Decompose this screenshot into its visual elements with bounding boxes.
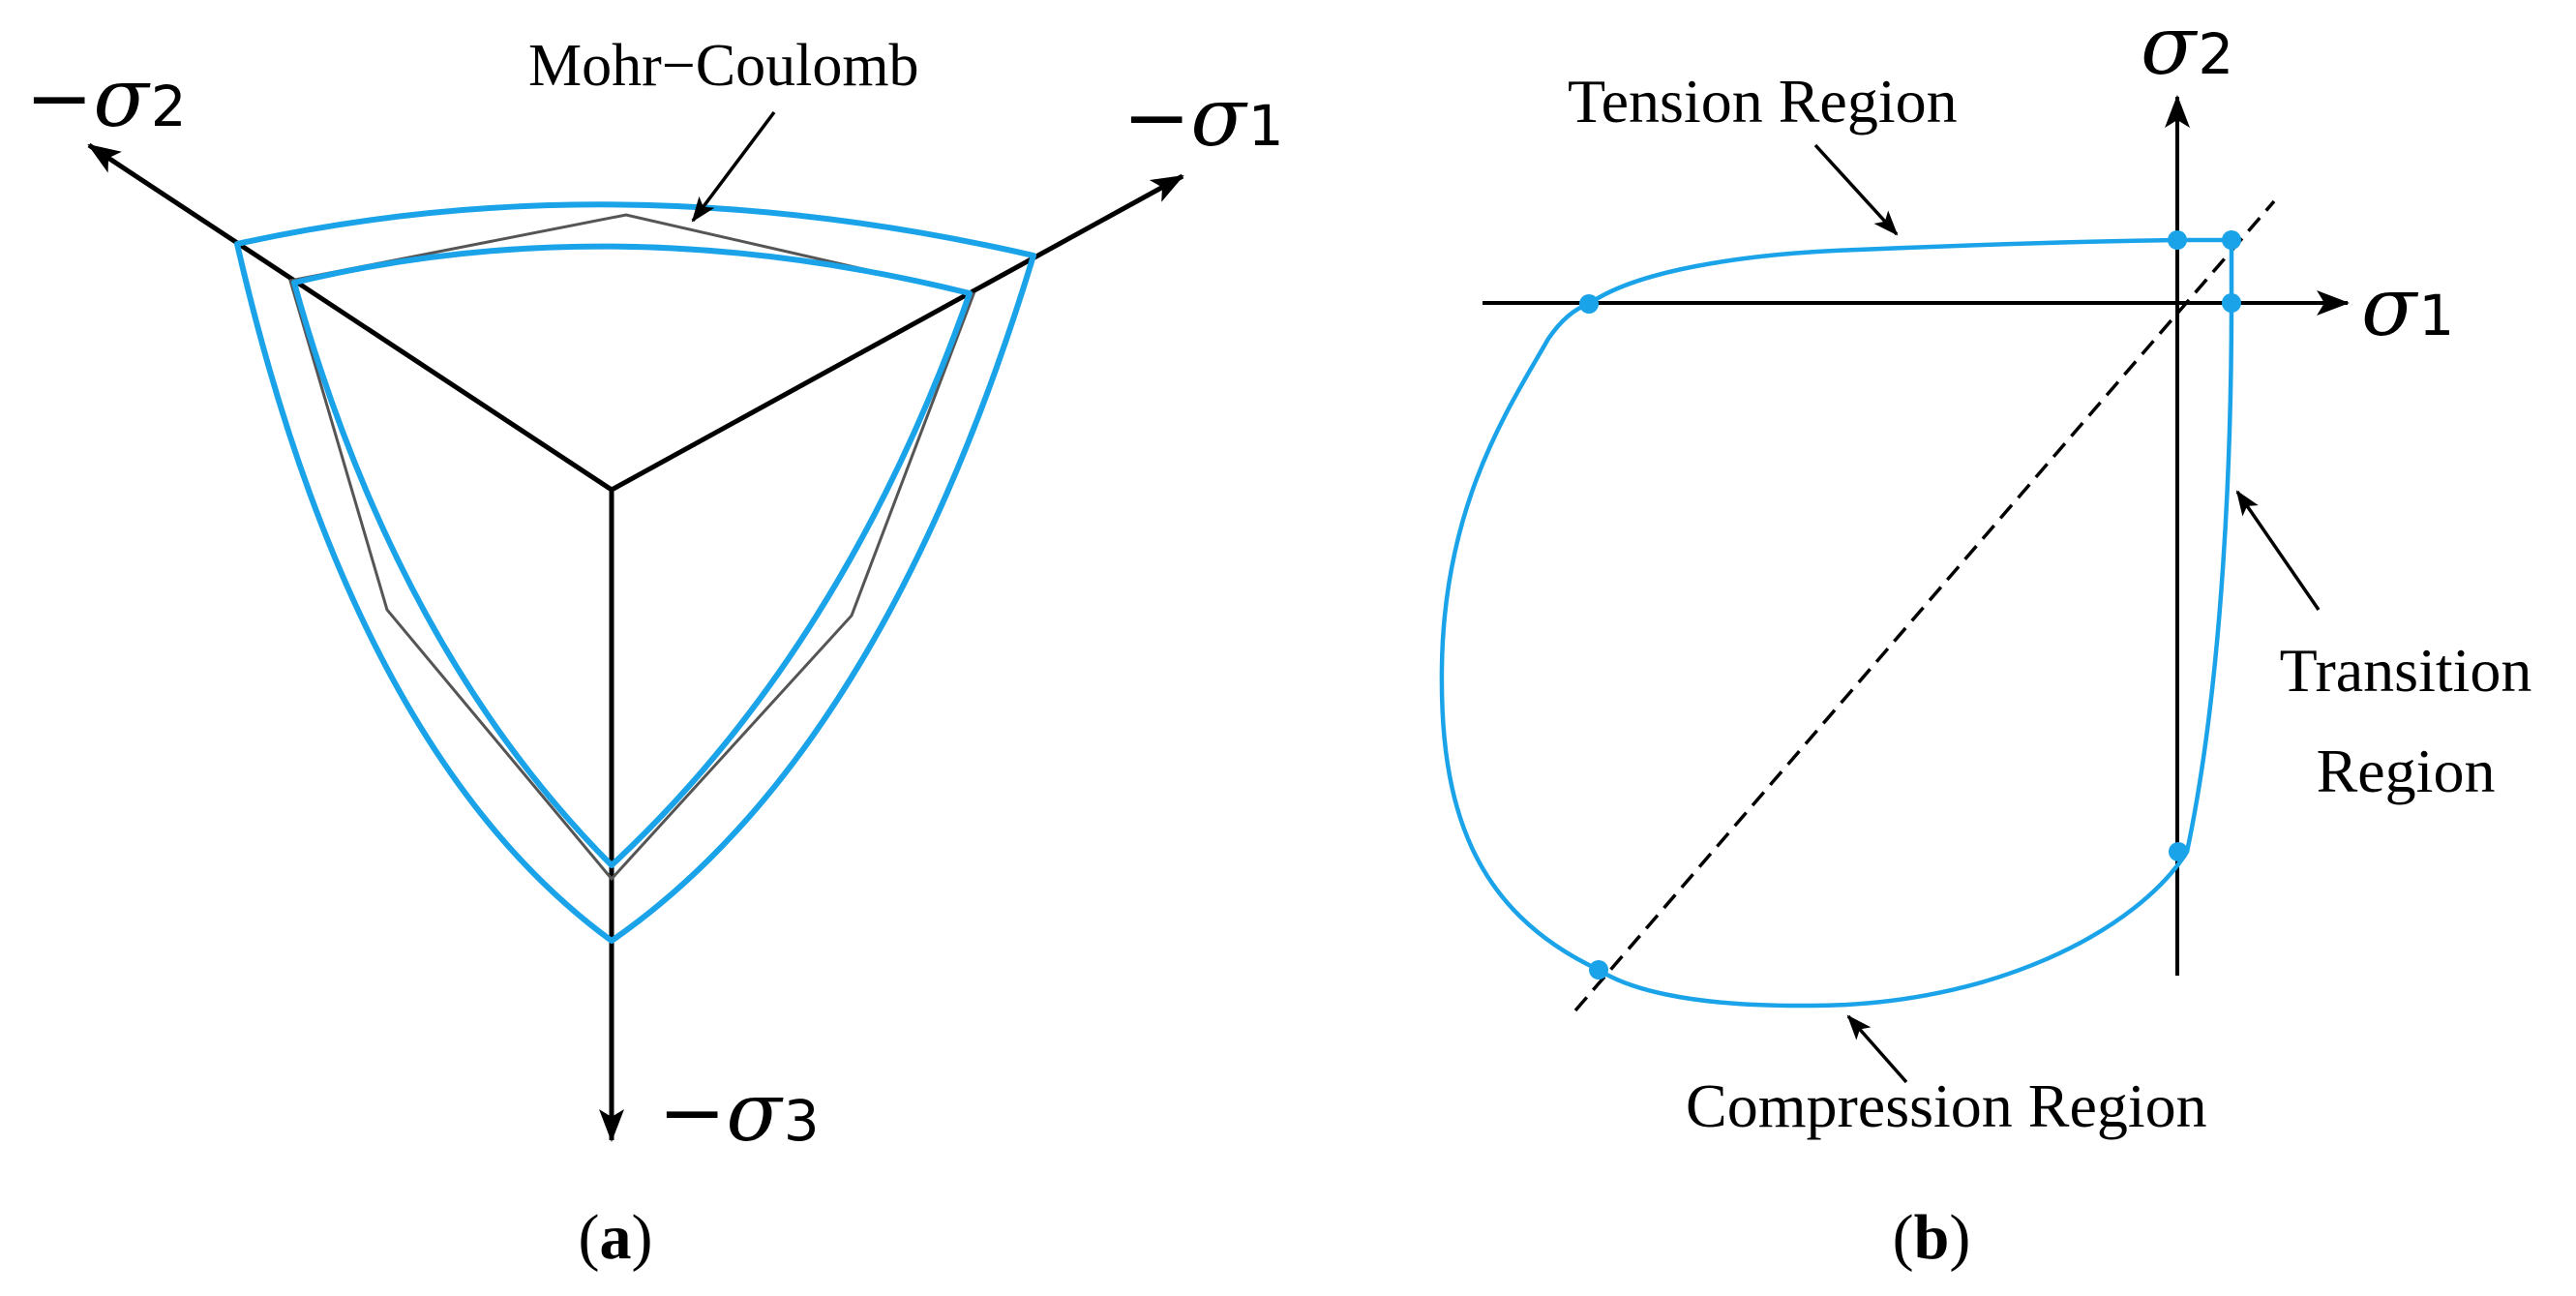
compression-region-label: Compression Region — [1686, 1071, 2207, 1140]
transition-region-label-line1: Transition — [2280, 636, 2532, 705]
inner-yield-surface — [291, 243, 973, 868]
axis-minus-sigma-1 — [610, 173, 1184, 493]
tension-region-pointer — [1813, 143, 1899, 236]
yield-surface-curve — [1439, 237, 2234, 1009]
caption-a: (a) — [579, 1202, 653, 1273]
label-minus-sigma-3: −σ3 — [658, 1065, 820, 1160]
point-negative-sigma1-axis — [1579, 294, 1599, 314]
mohr-coulomb-hexagon — [288, 213, 976, 882]
axis-minus-sigma-2 — [87, 142, 614, 493]
panel-b: σ2 σ1 Tension Region Transition Region C… — [1439, 0, 2532, 1273]
point-tension-sigma2-axis — [2168, 230, 2187, 250]
label-sigma-2: σ2 — [2141, 0, 2233, 93]
equibiaxial-dashed-line — [1573, 199, 2276, 1012]
point-transition-end — [2169, 842, 2188, 861]
mohr-coulomb-label: Mohr−Coulomb — [528, 33, 919, 99]
compression-region-pointer — [1846, 1014, 1908, 1084]
point-compression-diagonal — [1589, 960, 1608, 980]
point-sigma1-axis — [2222, 293, 2241, 313]
transition-region-label-line2: Region — [2317, 737, 2496, 805]
label-sigma-1: σ1 — [2361, 259, 2454, 354]
transition-region-pointer — [2235, 490, 2321, 611]
label-minus-sigma-1: −σ1 — [1123, 70, 1284, 165]
outer-yield-surface — [234, 201, 1036, 944]
label-minus-sigma-2: −σ2 — [25, 50, 187, 145]
panel-a: Mohr−Coulomb −σ2 −σ1 −σ3 (a) — [25, 33, 1284, 1273]
point-tension-corner — [2222, 230, 2241, 250]
caption-b: (b) — [1893, 1202, 1971, 1273]
tension-region-label: Tension Region — [1568, 67, 1958, 136]
mohr-coulomb-pointer — [691, 110, 776, 223]
